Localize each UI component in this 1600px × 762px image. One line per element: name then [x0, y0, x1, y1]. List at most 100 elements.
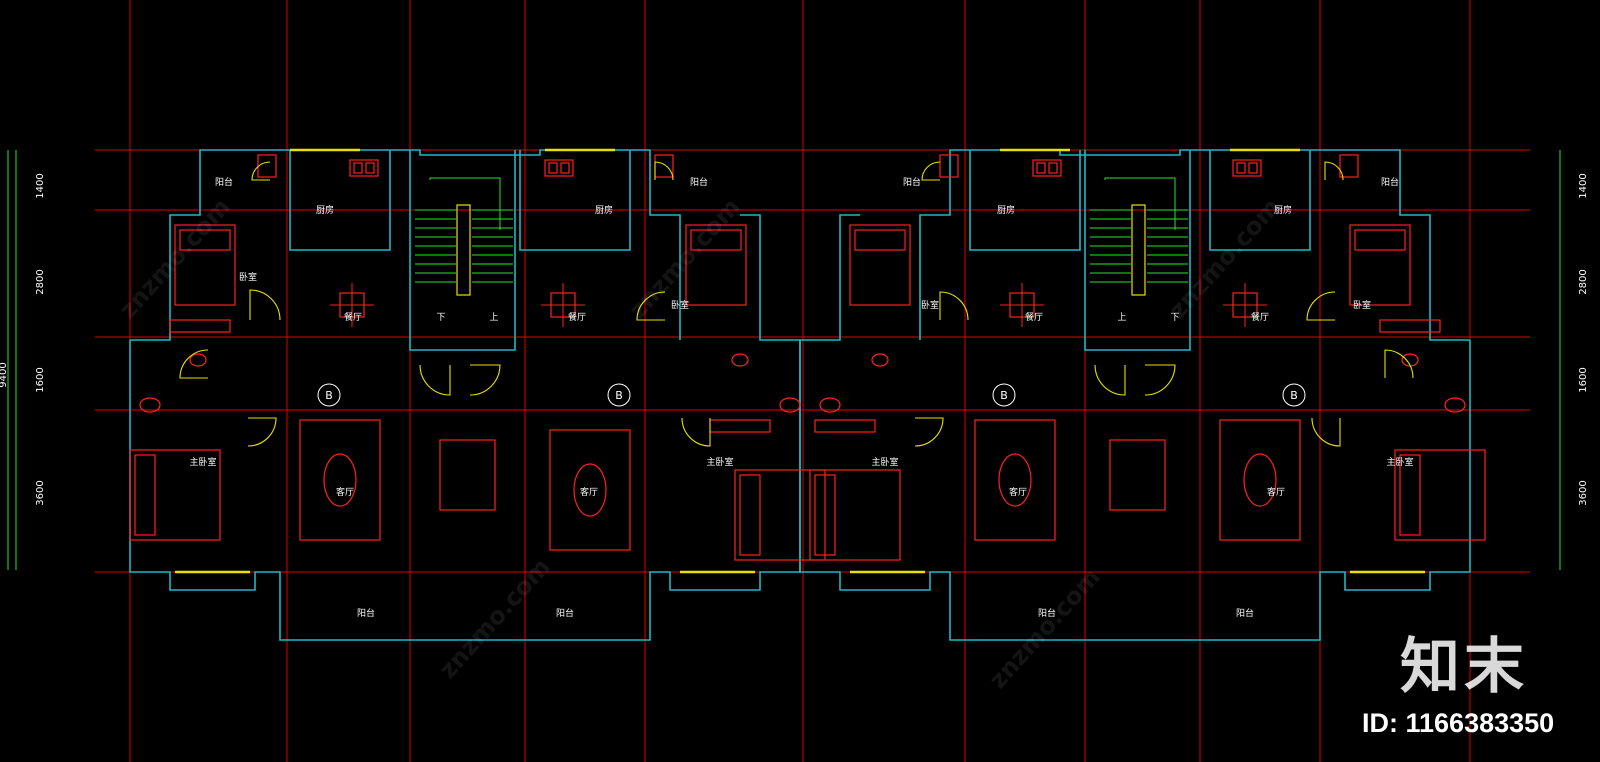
room-label: 主卧室: [189, 456, 216, 468]
door-swing: [1311, 417, 1341, 447]
room-label: 阳台: [690, 176, 708, 188]
dimension-chain-right: 1400 2800 1600 3600: [1559, 150, 1589, 570]
dimension-label: 3600: [35, 480, 46, 505]
door-swing: [1144, 364, 1176, 396]
tv-cabinet: [1109, 439, 1166, 511]
door-swing: [681, 417, 711, 447]
tv-cabinet: [439, 439, 496, 511]
dimension-label: 3600: [1578, 480, 1589, 505]
coffee-table: [323, 453, 357, 507]
wardrobe: [169, 319, 231, 333]
stove: [1232, 159, 1262, 177]
door-swing: [251, 161, 271, 181]
pillow: [854, 229, 906, 251]
burner: [548, 162, 558, 174]
wall-line: [1209, 150, 1311, 251]
room-label: 厨房: [1274, 204, 1292, 216]
wall-line: [409, 150, 516, 351]
svg-text:B: B: [1000, 389, 1008, 402]
door-swing: [419, 364, 451, 396]
room-label: 主卧室: [871, 456, 898, 468]
pillow: [1354, 229, 1406, 251]
door-swing: [1384, 349, 1414, 379]
brand-watermark: 知末: [1400, 632, 1528, 702]
sofa-outline: [299, 419, 381, 541]
burner: [353, 162, 363, 174]
door-swing: [636, 291, 666, 321]
stair-label: 上: [489, 312, 498, 323]
wash-basin: [731, 353, 749, 367]
bed-outline: [849, 224, 911, 306]
room-label: 客厅: [1267, 486, 1285, 498]
room-label: 厨房: [316, 204, 334, 216]
wash-basin: [871, 353, 889, 367]
room-label: 卧室: [671, 299, 689, 311]
room-label: 餐厅: [568, 311, 586, 323]
sofa-outline: [974, 419, 1056, 541]
wall-line: [969, 150, 1081, 251]
washing-machine: [654, 154, 674, 178]
door-swing: [1324, 161, 1344, 181]
svg-text:B: B: [615, 389, 623, 402]
bed-outline: [685, 224, 747, 306]
door-swing: [179, 349, 209, 379]
stair-label: 上: [1117, 312, 1126, 323]
pillow: [134, 454, 156, 536]
bed-outline: [734, 469, 826, 561]
washing-machine: [257, 154, 277, 178]
wall-line: [129, 214, 801, 641]
image-id-label: ID: 1166383350: [1362, 708, 1555, 738]
room-label: 厨房: [595, 204, 613, 216]
stair-handrail: [456, 204, 471, 296]
dimension-chain-left: 1400 2800 1600 3600 9400: [0, 150, 46, 570]
toilet: [1444, 397, 1466, 413]
stair-direction-line: [429, 177, 501, 230]
burner: [560, 162, 570, 174]
unit-marker: B: [1282, 383, 1306, 407]
wash-basin: [189, 353, 207, 367]
svg-text:znzmo.com: znzmo.com: [984, 563, 1106, 694]
stove: [544, 159, 574, 177]
room-label: 餐厅: [344, 311, 362, 323]
room-label: 客厅: [1009, 486, 1027, 498]
wall-line: [519, 150, 631, 251]
wall-line: [919, 149, 1470, 341]
stove: [1032, 159, 1062, 177]
pillow: [1399, 454, 1421, 536]
pillow: [179, 229, 231, 251]
furniture-layer: [129, 154, 1486, 561]
room-label: 阳台: [1038, 607, 1056, 619]
bed-outline: [174, 224, 236, 306]
washing-machine: [939, 154, 959, 178]
wardrobe: [814, 419, 876, 433]
door-swing: [1094, 364, 1126, 396]
coffee-table: [998, 453, 1032, 507]
burner: [365, 162, 375, 174]
room-label: 主卧室: [1386, 456, 1413, 468]
room-label: 阳台: [215, 176, 233, 188]
svg-text:B: B: [325, 389, 333, 402]
wall-line: [799, 214, 1471, 641]
svg-text:znzmo.com: znzmo.com: [1164, 193, 1286, 324]
door-swing: [654, 161, 674, 181]
toilet: [139, 397, 161, 413]
stair-handrail: [1131, 204, 1146, 296]
room-label: 卧室: [921, 299, 939, 311]
dimension-label: 1400: [1578, 173, 1589, 198]
room-label: 阳台: [1236, 607, 1254, 619]
room-label: 阳台: [903, 176, 921, 188]
room-label: 厨房: [997, 204, 1015, 216]
wardrobe: [1379, 319, 1441, 333]
burner: [1048, 162, 1058, 174]
stair-direction-line: [1104, 177, 1176, 230]
wardrobe: [709, 419, 771, 433]
pillow: [690, 229, 742, 251]
sofa-outline: [549, 429, 631, 551]
wall-outline: [129, 149, 1471, 641]
door-swings: [175, 148, 1425, 574]
room-label: 客厅: [580, 486, 598, 498]
svg-text:B: B: [1290, 389, 1298, 402]
wall-line: [289, 150, 391, 251]
bed-outline: [1349, 224, 1411, 306]
